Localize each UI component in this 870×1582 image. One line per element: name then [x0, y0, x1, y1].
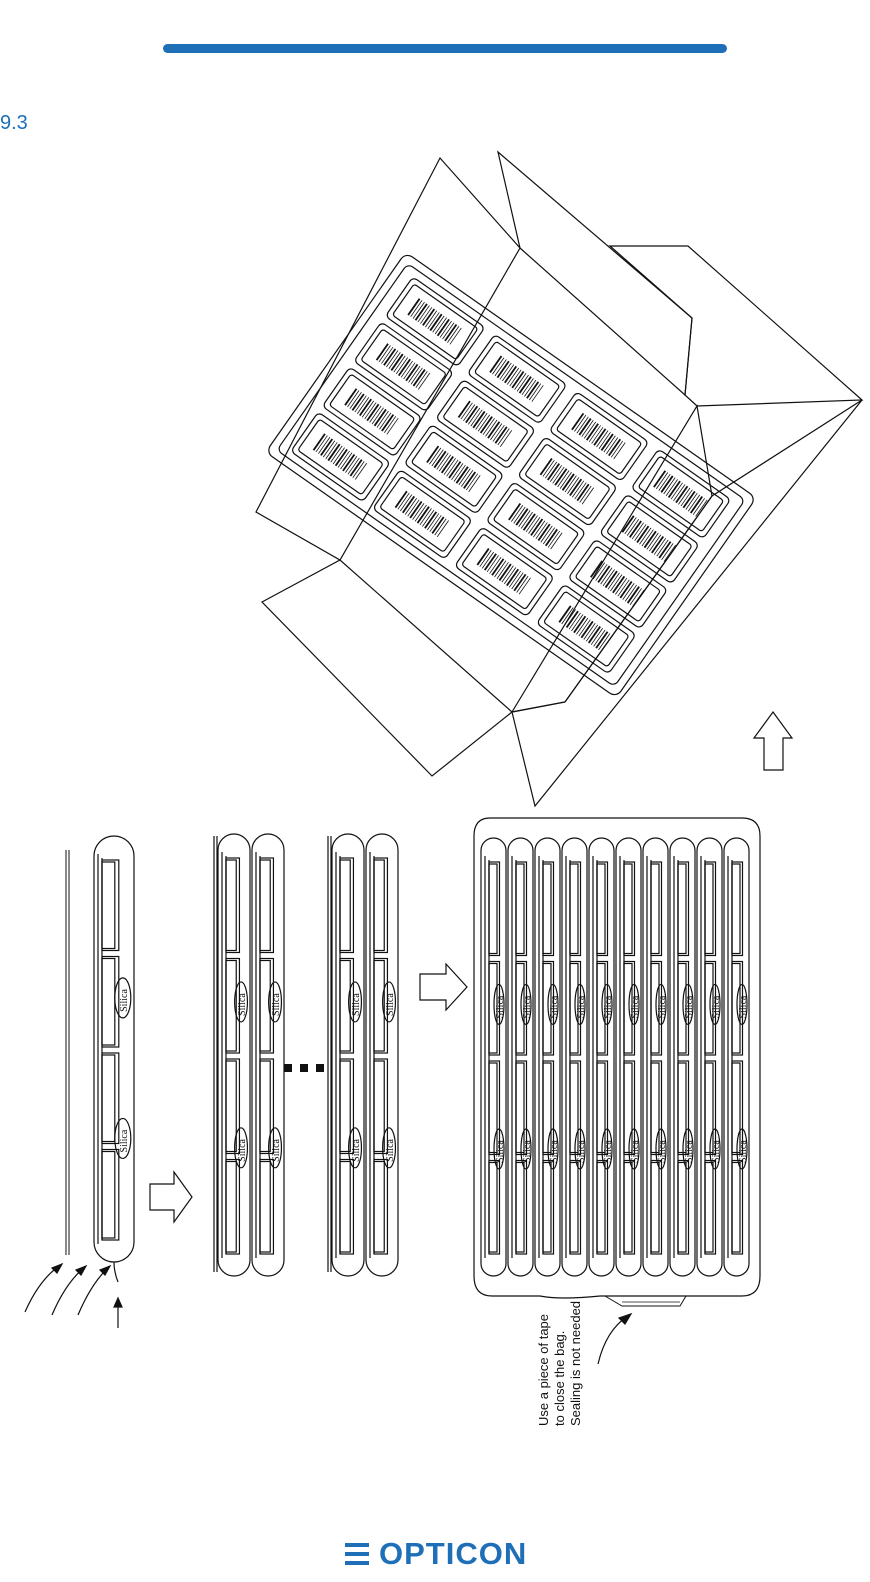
silica-label: Silica — [271, 1138, 282, 1161]
silica-label: Silica — [522, 995, 533, 1018]
silica-label: Silica — [603, 995, 614, 1018]
carton-flap-top — [498, 152, 692, 395]
silica-label: Silica — [603, 1140, 614, 1163]
opticon-logo-icon — [345, 1543, 369, 1565]
silica-label: Silica — [495, 995, 506, 1018]
silica-label: Silica — [549, 1140, 560, 1163]
note-line-3: Sealing is not needed — [568, 1301, 583, 1426]
silica-label: Silica — [385, 1138, 396, 1161]
tape-note: Use a piece of tape to close the bag. Se… — [536, 1301, 583, 1426]
silica-label: Silica — [630, 995, 641, 1018]
silica-label: Silica — [119, 1129, 130, 1152]
arrow-right-icon-2 — [420, 964, 467, 1010]
silica-label: Silica — [549, 995, 560, 1018]
silica-label: Silica — [495, 1140, 506, 1163]
silica-label: Silica — [738, 995, 749, 1018]
silica-label: Silica — [711, 1140, 722, 1163]
carton-flap-bottom-left — [262, 560, 512, 776]
brand-name: OPTICON — [379, 1538, 527, 1569]
silica-label: Silica — [630, 1140, 641, 1163]
label-tray — [266, 252, 757, 697]
silica-label: Silica — [271, 993, 282, 1016]
arrow-up-icon — [754, 712, 792, 770]
silica-label: Silica — [576, 995, 587, 1018]
open-carton — [256, 152, 862, 806]
bag-strip: SilicaSilica — [724, 838, 749, 1276]
silica-label: Silica — [351, 993, 362, 1016]
silica-label: Silica — [119, 989, 130, 1012]
silica-label: Silica — [657, 995, 668, 1018]
silica-label: Silica — [657, 1140, 668, 1163]
carton-flap-right — [610, 246, 862, 406]
silica-label: Silica — [351, 1138, 362, 1161]
silica-label: Silica — [576, 1140, 587, 1163]
carton-flap-bottom — [512, 400, 862, 806]
opticon-logo: OPTICON — [345, 1538, 527, 1569]
silica-label: Silica — [684, 995, 695, 1018]
tray-label-cell — [549, 392, 649, 482]
ellipsis-dots — [284, 1064, 324, 1072]
tape-piece — [605, 1296, 686, 1306]
silica-label: Silica — [738, 1140, 749, 1163]
note-line-1: Use a piece of tape — [536, 1314, 551, 1426]
tray-label-cell — [385, 277, 485, 367]
bag-with-strips: SilicaSilicaSilicaSilicaSilicaSilicaSili… — [474, 818, 760, 1364]
arrow-right-icon — [150, 1172, 192, 1222]
note-line-2: to close the bag. — [552, 1331, 567, 1426]
silica-label: Silica — [522, 1140, 533, 1163]
tray-label-cell — [467, 334, 567, 424]
silica-label: Silica — [237, 993, 248, 1016]
silica-label: Silica — [237, 1138, 248, 1161]
stacked-strips-group-a: SilicaSilicaSilicaSilica — [214, 834, 284, 1276]
silica-label: Silica — [711, 995, 722, 1018]
silica-label: Silica — [385, 993, 396, 1016]
silica-label: Silica — [684, 1140, 695, 1163]
